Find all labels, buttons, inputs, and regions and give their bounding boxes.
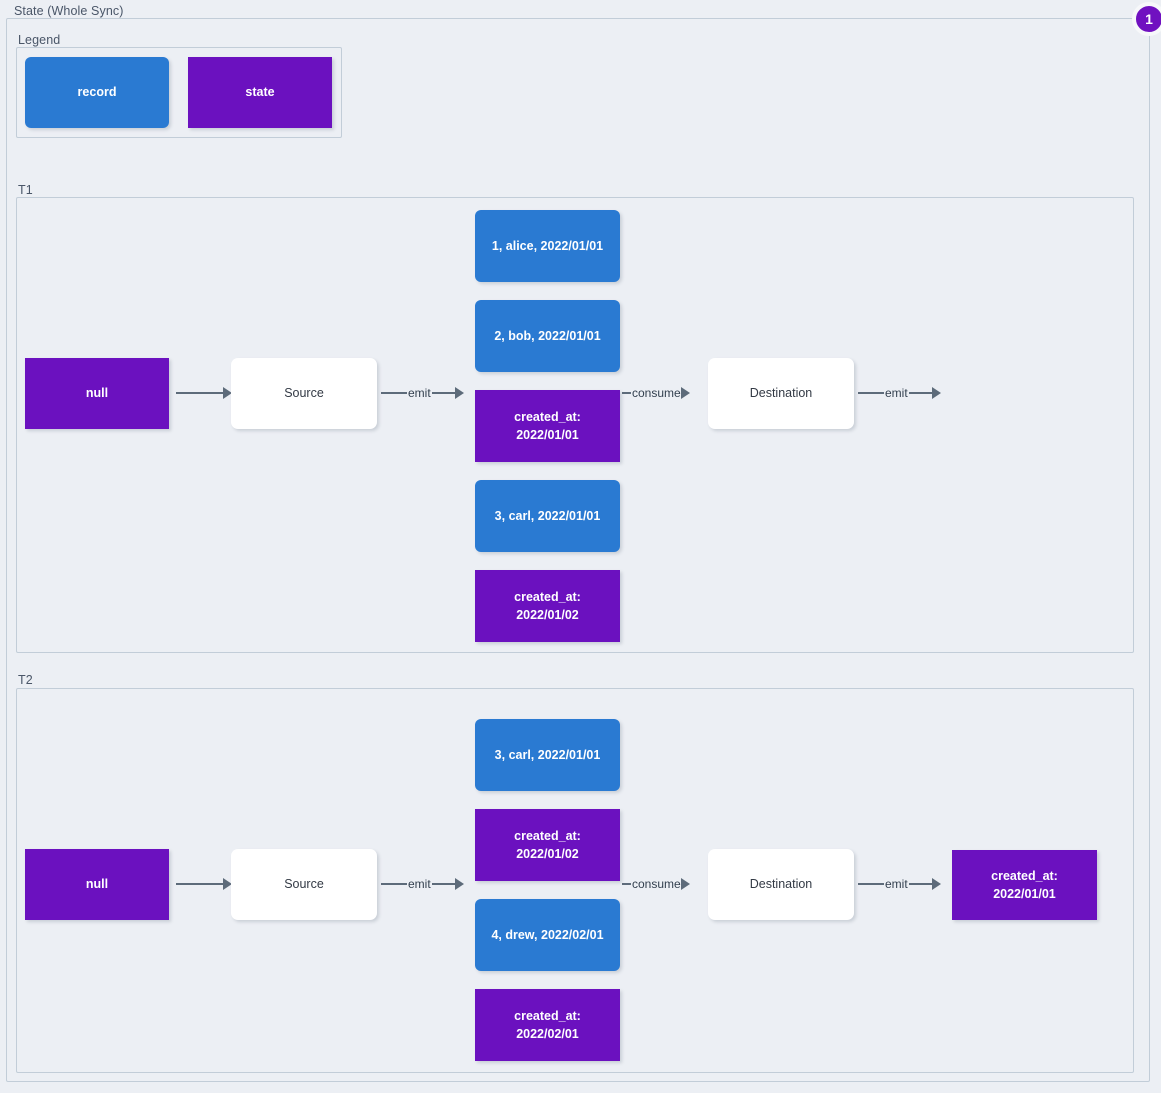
t2-edge-state-to-source <box>176 875 234 893</box>
t1-edge-destination-emit: emit <box>858 384 941 402</box>
t1-edge-state-to-source <box>176 384 234 402</box>
edge-line <box>176 882 224 886</box>
arrowhead-icon <box>931 878 941 890</box>
edge-line <box>858 391 884 395</box>
diagram-title: State (Whole Sync) <box>14 4 124 18</box>
edge-line <box>622 882 631 886</box>
t1-stream-item-3-label: 3, carl, 2022/01/01 <box>494 508 601 523</box>
t2-edge-destination-consume: consume <box>622 875 690 893</box>
t1-stream-item-1: 2, bob, 2022/01/01 <box>475 300 620 372</box>
t1-initial-state-label: null <box>85 386 109 401</box>
t1-destination-label: Destination <box>749 386 813 401</box>
t2-edge-source-emit-label: emit <box>407 877 432 891</box>
t1-stream-item-2: created_at: 2022/01/01 <box>475 390 620 462</box>
t2-stream-item-0: 3, carl, 2022/01/01 <box>475 719 620 791</box>
group-title-t2: T2 <box>18 673 33 687</box>
t2-source-node: Source <box>231 849 377 920</box>
arrowhead-icon <box>454 387 464 399</box>
t1-edge-destination-consume: consume <box>622 384 690 402</box>
t2-edge-destination-consume-label: consume <box>631 877 682 891</box>
edge-line <box>176 391 224 395</box>
t2-stream-item-2: 4, drew, 2022/02/01 <box>475 899 620 971</box>
arrowhead-icon <box>223 878 232 890</box>
arrowhead-icon <box>223 387 232 399</box>
step-badge: 1 <box>1132 2 1161 36</box>
t1-stream-item-4: created_at: 2022/01/02 <box>475 570 620 642</box>
legend-item-state: state <box>188 57 332 128</box>
edge-line <box>381 882 407 886</box>
t1-stream-item-4-label: created_at: 2022/01/02 <box>514 589 581 622</box>
arrowhead-icon <box>680 387 690 399</box>
t2-destination-label: Destination <box>749 877 813 892</box>
t2-initial-state-label: null <box>85 877 109 892</box>
t1-stream-item-1-label: 2, bob, 2022/01/01 <box>494 328 601 343</box>
t1-source-label: Source <box>284 386 324 401</box>
t2-stream-item-1: created_at: 2022/01/02 <box>475 809 620 881</box>
edge-line <box>908 882 933 886</box>
edge-line <box>908 391 933 395</box>
t1-stream-item-0: 1, alice, 2022/01/01 <box>475 210 620 282</box>
t2-edge-destination-emit: emit <box>858 875 941 893</box>
t2-final-state-label: created_at: 2022/01/01 <box>991 868 1058 901</box>
arrowhead-icon <box>931 387 941 399</box>
edge-line <box>858 882 884 886</box>
t2-initial-state-node: null <box>25 849 169 920</box>
t2-stream-item-0-label: 3, carl, 2022/01/01 <box>494 747 601 762</box>
edge-line <box>431 882 456 886</box>
t2-destination-node: Destination <box>708 849 854 920</box>
arrowhead-icon <box>454 878 464 890</box>
legend-item-state-label: state <box>245 85 275 100</box>
t1-source-node: Source <box>231 358 377 429</box>
t2-final-state-node: created_at: 2022/01/01 <box>952 850 1097 920</box>
t2-edge-source-emit: emit <box>381 875 464 893</box>
t2-stream-item-2-label: 4, drew, 2022/02/01 <box>491 927 604 942</box>
t1-stream-item-0-label: 1, alice, 2022/01/01 <box>491 238 604 253</box>
t2-edge-destination-emit-label: emit <box>884 877 909 891</box>
t1-stream-item-2-label: created_at: 2022/01/01 <box>514 409 581 442</box>
group-title-t1: T1 <box>18 183 33 197</box>
t2-stream-item-1-label: created_at: 2022/01/02 <box>514 828 581 861</box>
edge-line <box>622 391 631 395</box>
legend-item-record: record <box>25 57 169 128</box>
t1-initial-state-node: null <box>25 358 169 429</box>
legend-title: Legend <box>18 33 61 47</box>
t1-edge-destination-consume-label: consume <box>631 386 682 400</box>
t2-stream-item-3: created_at: 2022/02/01 <box>475 989 620 1061</box>
legend-item-record-label: record <box>77 85 117 100</box>
t1-edge-destination-emit-label: emit <box>884 386 909 400</box>
t1-edge-source-emit: emit <box>381 384 464 402</box>
edge-line <box>431 391 456 395</box>
t1-destination-node: Destination <box>708 358 854 429</box>
t2-source-label: Source <box>284 877 324 892</box>
t2-stream-item-3-label: created_at: 2022/02/01 <box>514 1008 581 1041</box>
arrowhead-icon <box>680 878 690 890</box>
edge-line <box>381 391 407 395</box>
t1-stream-item-3: 3, carl, 2022/01/01 <box>475 480 620 552</box>
t1-edge-source-emit-label: emit <box>407 386 432 400</box>
